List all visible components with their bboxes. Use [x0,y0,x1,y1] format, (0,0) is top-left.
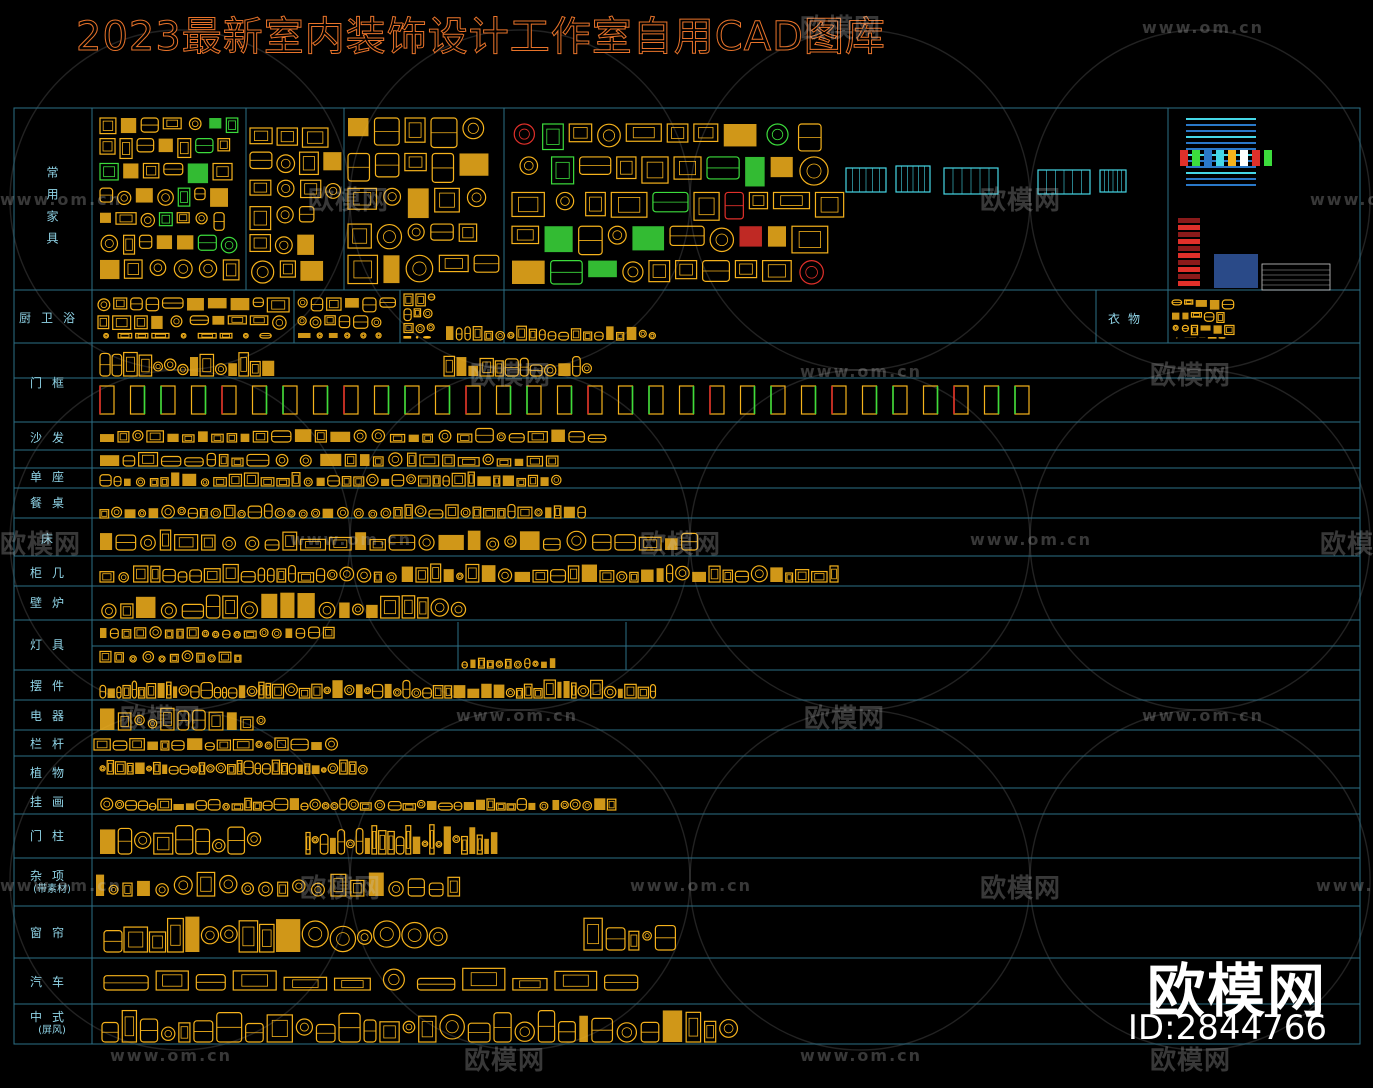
watermark-logo: 欧模网 [0,530,82,560]
row-label-sofa: 沙发 [29,431,74,445]
watermark-url: www.om.cn [1316,876,1373,895]
drawing-title: 2023最新室内装饰设计工作室自用CAD图库 [76,14,886,61]
watermark-url: www.om.cn [1142,706,1265,725]
watermark-logo: 欧模网 [470,361,552,391]
table-grid [13,107,1361,1045]
row-label-lamps: 灯具 [29,638,74,652]
watermark-logo: 欧模网 [800,14,882,44]
row-label-single-seat: 单座 [29,470,74,484]
watermark-circles [9,29,1371,1051]
row-label-dining-table: 餐桌 [29,496,74,510]
row-label-appliances: 电器 [29,709,74,723]
row-label-cabinet: 柜几 [29,566,74,580]
brand-id: ID:2844766 [1127,1008,1327,1048]
watermark-url: www.om.cn [456,706,579,725]
watermark-logo: 欧模网 [464,1046,546,1076]
side-label-clothes: 衣物 [1108,312,1149,326]
row-label-curtains: 窗帘 [29,926,74,940]
watermark-logo: 欧模网 [1150,1046,1232,1076]
row-label-railing: 栏杆 [29,737,74,751]
watermark-url: www.om.cn [1142,18,1265,37]
watermark-logo: 欧模网 [120,704,202,734]
watermark-url: www.om.cn [1310,190,1373,209]
watermark-url: www.om.cn [800,1046,923,1065]
watermark-logo: 欧模网 [1320,530,1373,560]
watermark-url: www.om.cn [630,876,753,895]
watermark-url: www.om.cn [970,530,1093,549]
row-label-bath: 厨卫浴 [18,311,85,325]
row-label-furniture: 常用家具 [45,166,59,254]
watermark-logo: 欧模网 [308,186,390,216]
watermark-logo: 欧模网 [804,704,886,734]
row-label-bed: 床 [40,532,63,546]
row-label-misc: 杂项(带素材) [29,869,74,895]
row-label-cars: 汽车 [29,975,74,989]
watermark-logo: 欧模网 [1150,361,1232,391]
row-label-door-pillars: 门柱 [29,829,74,843]
row-label-paintings: 挂画 [29,795,74,809]
row-label-ornaments: 摆件 [29,679,74,693]
row-label-chinese-screens: 中式(屏风) [29,1010,74,1036]
cad-block-symbols [93,117,1331,1043]
watermark-url: www.om.cn [290,530,413,549]
watermark-logo: 欧模网 [640,530,722,560]
watermark-url: www.om.cn [0,876,123,895]
watermark-logo: 欧模网 [980,186,1062,216]
row-label-plants: 植物 [29,766,74,780]
row-label-doors: 门框 [29,376,74,390]
watermark-logo: 欧模网 [980,874,1062,904]
watermark-url: www.om.cn [0,190,123,209]
watermark-url: www.om.cn [800,362,923,381]
row-label-fireplace: 壁炉 [29,596,74,610]
watermark-url: www.om.cn [110,1046,233,1065]
brand-logo: 欧模网 [1146,957,1327,1025]
watermark-logo: 欧模网 [300,874,382,904]
